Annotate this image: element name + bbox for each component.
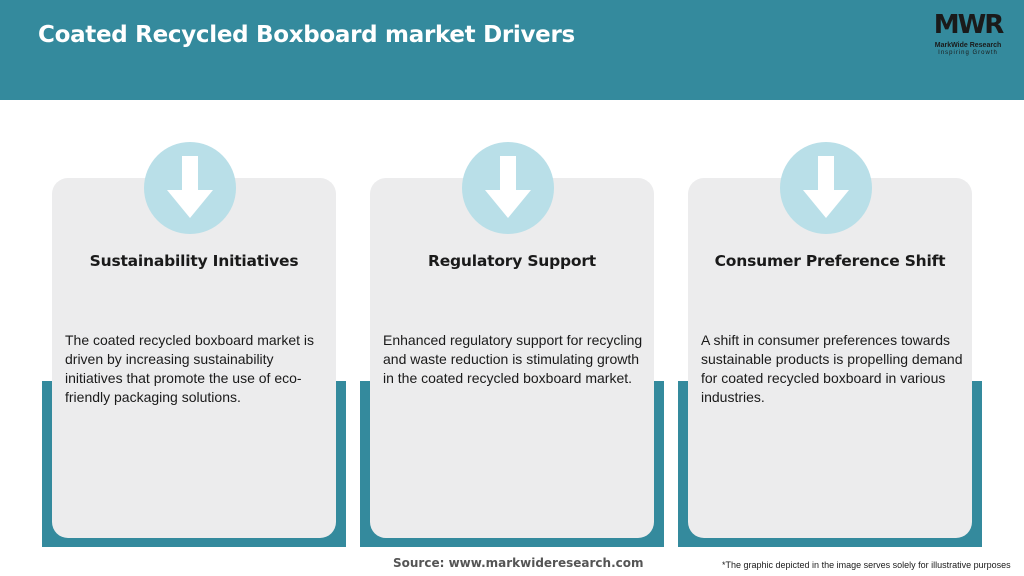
logo-tagline: Inspiring Growth: [938, 50, 998, 56]
card-panel: Consumer Preference Shift A shift in con…: [688, 142, 972, 538]
icon-circle: [462, 142, 554, 234]
card-description: Enhanced regulatory support for recyclin…: [383, 332, 643, 386]
card-heading: Sustainability Initiatives: [89, 252, 299, 270]
card-panel: Regulatory Support Enhanced regulatory s…: [370, 142, 654, 538]
logo-mark: MWR: [933, 10, 1005, 40]
card-description: A shift in consumer preferences towards …: [701, 332, 963, 405]
card-heading: Consumer Preference Shift: [714, 252, 946, 270]
arrow-down-icon: [167, 156, 213, 218]
disclaimer-note: *The graphic depicted in the image serve…: [722, 560, 1011, 570]
arrow-down-icon: [485, 156, 531, 218]
driver-card-consumer: Consumer Preference Shift A shift in con…: [678, 142, 984, 548]
driver-card-sustainability: Sustainability Initiatives The coated re…: [42, 142, 348, 548]
page-title: Coated Recycled Boxboard market Drivers: [38, 22, 575, 48]
brand-logo: MWR MarkWide Research Inspiring Growth: [922, 10, 1014, 60]
card-heading: Regulatory Support: [427, 252, 597, 270]
card-panel: Sustainability Initiatives The coated re…: [52, 142, 336, 538]
icon-circle: [144, 142, 236, 234]
header-banner: Coated Recycled Boxboard market Drivers …: [0, 0, 1024, 100]
source-credit: Source: www.markwideresearch.com: [393, 556, 644, 570]
card-description: The coated recycled boxboard market is d…: [65, 332, 315, 405]
logo-name: MarkWide Research: [934, 42, 1002, 49]
icon-circle: [780, 142, 872, 234]
driver-card-regulatory: Regulatory Support Enhanced regulatory s…: [360, 142, 666, 548]
arrow-down-icon: [803, 156, 849, 218]
